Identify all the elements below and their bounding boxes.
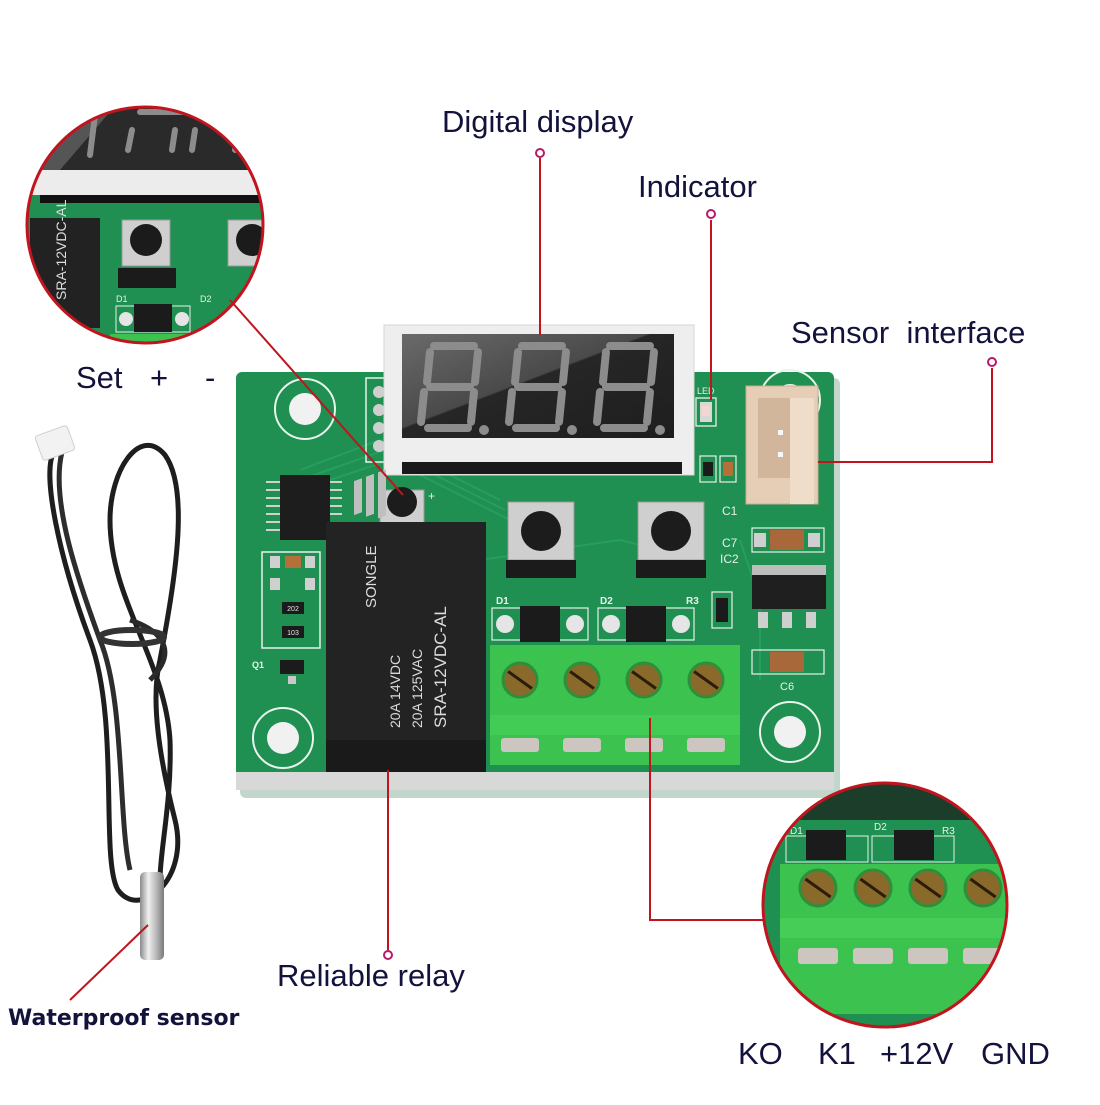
mounting-hole [759,701,821,763]
res-202-label: 202 [287,606,299,613]
waterproof-sensor-probe [34,425,181,960]
callout-waterproof-sensor: Waterproof sensor [8,1006,240,1031]
screw-slot [804,877,832,899]
relay-rating-1: 20A 14VDC [387,655,403,728]
pin-label-gnd: GND [981,1036,1050,1071]
segment [471,348,482,386]
minus-button-component [636,501,706,578]
screw-slot [631,670,657,690]
plus-silkscreen: + [428,489,435,503]
terminal-clamp [687,738,725,752]
jst-plug [34,425,76,461]
callout-set: Set [76,360,123,395]
dot-sensor-interface [987,357,997,367]
r3-label: R3 [686,596,699,607]
leader-set-button [229,299,404,496]
led-silkscreen: LED [697,386,715,396]
terminal-clamp [798,948,838,964]
decimal-point [479,425,489,435]
callout-reliable-relay: Reliable relay [277,958,465,993]
segment [599,348,610,386]
callout-sensor-interface: Sensor interface [791,315,1026,350]
inset-d1: D1 [790,826,803,837]
display-header-pins [365,377,393,463]
segment [417,388,428,426]
leader-waterproof-sensor [69,924,149,1001]
segment [467,388,478,426]
pin-label-ko: KO [738,1036,783,1071]
indicator-led: LED [695,386,717,427]
digital-display-module [383,324,695,476]
cable-tie [97,627,167,647]
terminal-clamp [853,948,893,964]
inset-d2-label: D2 [200,294,212,304]
callout-minus: - [205,360,216,395]
d1-label: D1 [496,596,509,607]
c1-label: C1 [722,504,738,518]
mounting-hole [274,378,336,440]
dot-reliable-relay [383,950,393,960]
relay-rating-2: 20A 125VAC [409,649,425,728]
screw-slot [507,670,533,690]
terminal-clamp [501,738,539,752]
leader-dots [383,148,997,960]
c6-label: C6 [780,681,794,693]
segment [423,348,434,386]
segment [559,348,570,386]
smd-components-left: 202 103 Q1 [252,551,321,684]
inset-r3: R3 [942,826,955,837]
decimal-point [655,425,665,435]
q1-label: Q1 [252,660,264,670]
microcontroller-chip [266,475,342,540]
screw-slot [969,877,997,899]
res-103-label: 103 [287,630,299,637]
c7-label: C7 [722,536,738,550]
segment [647,348,658,386]
terminal-clamp [563,738,601,752]
zoom-inset-terminals: D1 D2 R3 [761,781,1009,1029]
callout-indicator: Indicator [638,169,757,204]
leader-lines [69,158,993,1001]
seven-segment-digits [417,342,665,435]
relay-model: SRA-12VDC-AL [431,606,450,728]
decimal-point [567,425,577,435]
inset-relay-model: SRA-12VDC-AL [53,199,69,300]
segment [593,388,604,426]
segment [643,388,654,426]
dot-digital-display [535,148,545,158]
callout-plus: + [150,360,169,395]
pin-label-12v: +12V [880,1036,954,1071]
segment [505,388,516,426]
segment [511,348,522,386]
screw-slot [914,877,942,899]
inset-d2: D2 [874,822,887,833]
smd-components-right: C1 C7 IC2 C6 [699,455,826,693]
leader-sensor-interface [818,368,993,463]
relay: SONGLE 20A 14VDC 20A 125VAC SRA-12VDC-AL [326,469,486,772]
terminal-block [490,645,740,765]
diodes: D1 D2 R3 [491,596,699,642]
sensor-connector [745,385,819,505]
probe-tip [140,872,164,960]
terminal-clamp [908,948,948,964]
screw-slot [859,877,887,899]
segment [555,388,566,426]
callout-digital-display: Digital display [442,104,634,139]
pin-label-k1: K1 [818,1036,856,1071]
plus-button-component [506,501,576,578]
screw-slot [693,670,719,690]
leader-terminals [649,718,764,921]
inset-d1-label: D1 [116,294,128,304]
mounting-hole [252,707,314,769]
d2-label: D2 [600,596,613,607]
dot-indicator [706,209,716,219]
terminal-clamp [625,738,663,752]
ic2-label: IC2 [720,552,739,566]
relay-brand: SONGLE [363,545,380,608]
thermostat-board: 202 103 Q1 LED [236,324,840,798]
zoom-inset-buttons: SRA-12VDC-AL D1 D2 [25,105,265,345]
screw-slot [569,670,595,690]
